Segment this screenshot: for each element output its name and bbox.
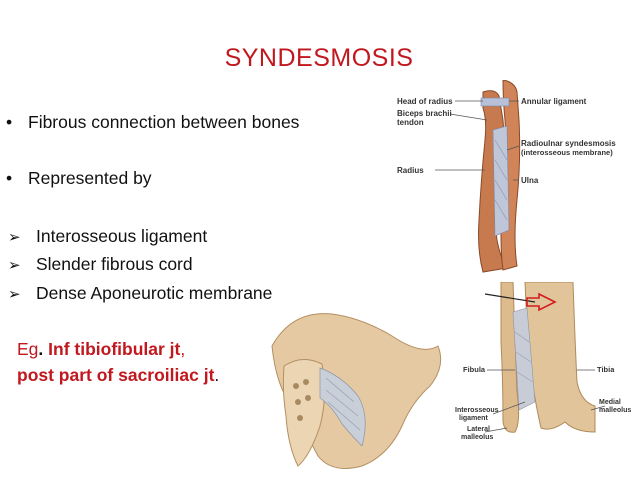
bullet-dot-icon: •	[6, 112, 13, 132]
sub-bullet-item: ➢ Dense Aponeurotic membrane	[8, 283, 272, 304]
example-line-2: post part of sacroiliac jt.	[17, 362, 219, 388]
biceps-label-1: Biceps brachii	[397, 109, 452, 118]
slide-title: SYNDESMOSIS	[224, 44, 414, 72]
lateral-malleolus-label-1: Lateral	[467, 426, 490, 433]
red-arrow-icon	[526, 292, 557, 312]
radius-label: Radius	[397, 166, 424, 175]
example-text: Eg. Inf tibiofibular jt, post part of sa…	[17, 336, 219, 388]
tibia-label: Tibia	[597, 365, 615, 374]
pelvis-sacroiliac-figure	[271, 313, 442, 469]
example-separator: .	[38, 339, 44, 359]
sub-bullet-text: Slender fibrous cord	[36, 254, 193, 274]
sub-bullet-item: ➢ Interosseous ligament	[8, 226, 207, 247]
ulna-label: Ulna	[521, 176, 539, 185]
example-line-1: Eg. Inf tibiofibular jt,	[17, 336, 219, 362]
bullet-item: • Fibrous connection between bones	[6, 112, 299, 133]
sub-bullet-text: Interosseous ligament	[36, 226, 208, 246]
syndesmosis-label-1: Radioulnar syndesmosis	[521, 139, 616, 148]
lateral-malleolus-label-2: malleolus	[461, 434, 493, 441]
bullet-text: Fibrous connection between bones	[28, 112, 300, 132]
bullet-text: Represented by	[28, 168, 152, 188]
interosseous-label-2: ligament	[459, 415, 488, 422]
sub-bullet-item: ➢ Slender fibrous cord	[8, 254, 193, 275]
sub-bullet-text: Dense Aponeurotic membrane	[36, 283, 273, 303]
interosseous-membrane	[492, 125, 510, 237]
bullet-item: • Represented by	[6, 168, 152, 189]
arrow-bullet-icon: ➢	[8, 257, 21, 274]
arrow-bullet-icon: ➢	[8, 286, 21, 303]
interosseous-ligament	[512, 307, 536, 411]
annular-ligament-band	[480, 97, 510, 107]
example-prefix: Eg	[17, 339, 39, 359]
interosseous-label-1: Interosseous	[455, 407, 499, 414]
forearm-syndesmosis-figure: Head of radius Biceps brachii tendon Rad…	[397, 80, 616, 273]
bullet-dot-icon: •	[6, 168, 13, 188]
medial-malleolus-label-2: malleolus	[599, 407, 631, 414]
example-period: .	[214, 365, 220, 385]
arrow-bullet-icon: ➢	[8, 229, 21, 246]
biceps-label-2: tendon	[397, 118, 424, 127]
medial-malleolus-label-1: Medial	[599, 399, 621, 406]
tibiofibular-figure: Fibula Tibia Interosseous ligament Later…	[455, 282, 631, 441]
annular-ligament-label: Annular ligament	[521, 97, 587, 106]
example-joint-1: Inf tibiofibular jt	[48, 339, 181, 359]
fibula-label: Fibula	[463, 365, 486, 374]
syndesmosis-label-2: (interosseous membrane)	[521, 148, 613, 157]
example-joint-2: post part of sacroiliac jt	[17, 365, 215, 385]
tibia-bone	[524, 282, 596, 433]
example-comma: ,	[180, 339, 186, 359]
head-of-radius-label: Head of radius	[397, 97, 453, 106]
sacroiliac-ligament	[319, 367, 366, 447]
